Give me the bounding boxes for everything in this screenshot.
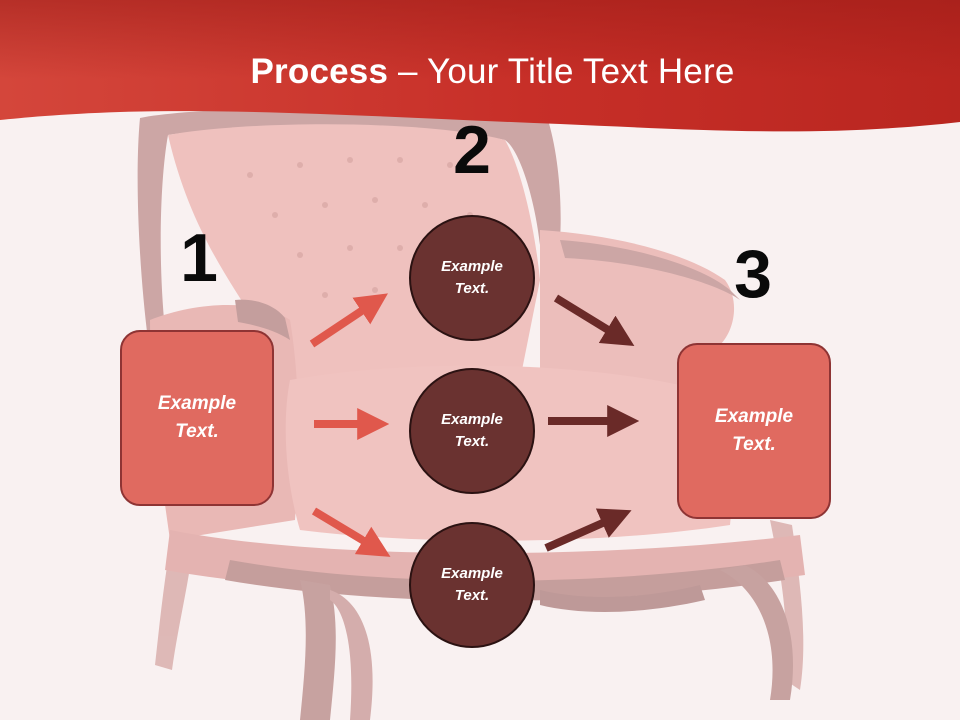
step-number-1: 1 [180,220,218,296]
step-number-2: 2 [453,112,491,188]
title-strong: Process [250,52,389,91]
step-2-circle-middle: Example Text. [409,368,535,494]
step-1-box: Example Text. [120,330,274,506]
title-rest: – Your Title Text Here [388,52,735,91]
step-3-text: Example Text. [714,406,794,455]
step-3-box: Example Text. [677,343,831,519]
arrow-1-to-2a [309,293,388,348]
step-1-text: Example Text. [157,393,237,442]
arrow-2c-to-3 [544,508,632,552]
step-number-3: 3 [734,236,772,312]
arrow-1-to-2c [311,507,391,557]
circle-bottom-text: Example Text. [441,564,503,605]
step-2-circle-top: Example Text. [409,215,535,341]
circle-top-text: Example Text. [441,257,503,298]
arrow-2a-to-3 [553,294,635,347]
slide-title: Process – Your Title Text Here [0,52,960,92]
step-2-circle-bottom: Example Text. [409,522,535,648]
circle-middle-text: Example Text. [441,410,503,451]
